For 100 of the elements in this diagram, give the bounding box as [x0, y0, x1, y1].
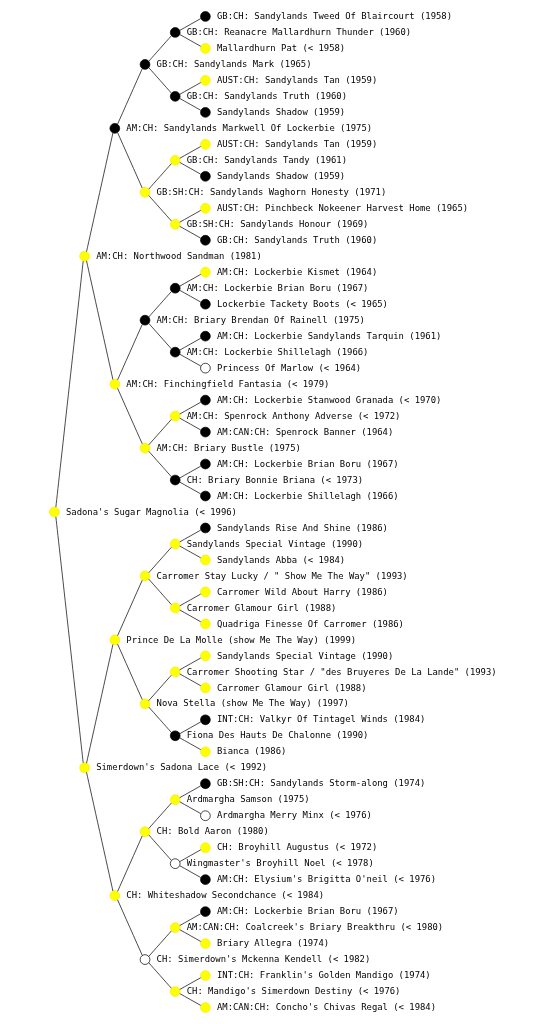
connector — [179, 274, 202, 287]
node-circle — [200, 714, 211, 726]
node-circle — [169, 538, 181, 550]
connector — [117, 324, 143, 381]
node-circle — [200, 171, 211, 182]
node-label: Sandylands Rise And Shine (1986) — [216, 522, 388, 533]
node-circle — [169, 219, 181, 230]
node-label: AM:CH: Lockerbie Brian Boru (1967) — [216, 458, 399, 469]
node-label: AM:CH: Lockerbie Stanwood Granada (< 1970) — [216, 394, 442, 405]
node-circle — [200, 970, 211, 981]
node-label: Carromer Wild About Harry (1986) — [216, 586, 388, 597]
connector — [179, 673, 202, 687]
node-label: CH: Broyhill Augustus (< 1972) — [216, 842, 378, 853]
connector — [148, 802, 172, 829]
connector — [179, 993, 202, 1006]
node-circle — [139, 570, 151, 582]
node-label: GB:CH: Sandylands Tweed Of Blaircourt (1958) — [216, 11, 453, 22]
node-circle — [200, 139, 211, 150]
node-label: Quadriga Finesse Of Carromer (1986) — [216, 618, 404, 629]
node-label: CH: Briary Bonnie Briana (< 1973) — [186, 474, 364, 485]
node-label: GB:CH: Sandylands Mark (1965) — [156, 59, 312, 70]
connector — [179, 785, 202, 798]
connector — [179, 657, 202, 671]
node-label: Simerdown's Sadona Lace (< 1992) — [96, 762, 268, 773]
node-circle — [139, 442, 151, 454]
node-label: AM:CH: Lockerbie Shillelagh (1966) — [216, 490, 399, 501]
connector — [179, 929, 202, 942]
node-label: Lockerbie Tackety Boots (< 1965) — [216, 298, 388, 309]
connector — [117, 132, 143, 189]
connector — [148, 291, 172, 318]
node-circle — [200, 650, 211, 662]
node-circle — [109, 634, 121, 646]
connector — [179, 849, 202, 862]
node-label: AM:CH: Lockerbie Brian Boru (1967) — [186, 282, 369, 293]
node-circle — [200, 586, 211, 598]
node-label: AM:CAN:CH: Spenrock Banner (1964) — [216, 426, 394, 437]
node-label: Sandylands Shadow (1959) — [216, 170, 346, 181]
node-circle — [169, 346, 181, 358]
node-label: Sandylands Shadow (1959) — [216, 107, 346, 118]
node-circle — [200, 938, 211, 949]
node-circle — [139, 698, 151, 710]
node-circle — [200, 490, 211, 502]
node-circle — [200, 394, 211, 406]
connector — [179, 913, 202, 926]
node-label: Prince De La Molle (show Me The Way) (1999) — [126, 634, 357, 645]
node-label: Mallardhurn Pat (< 1958) — [216, 43, 346, 54]
connector — [148, 163, 172, 190]
node-circle — [200, 458, 211, 470]
node-label: AUST:CH: Pinchbeck Nokeener Harvest Home (1965) — [216, 202, 469, 213]
node-label: GB:CH: Reanacre Mallardhurn Thunder (1960) — [186, 27, 412, 38]
node-label: AUST:CH: Sandylands Tan (1959) — [216, 75, 378, 86]
node-circle — [139, 187, 151, 198]
connector — [179, 609, 202, 623]
node-label: INT:CH: Franklin's Golden Mandigo (1974) — [216, 970, 431, 981]
connector — [179, 977, 202, 990]
connector — [148, 930, 172, 957]
connector — [179, 98, 202, 111]
connector — [148, 578, 172, 605]
node-label: Ardmargha Merry Minx (< 1976) — [216, 810, 372, 821]
node-circle — [200, 554, 211, 566]
node-circle — [200, 107, 211, 118]
node-circle — [200, 75, 211, 86]
node-label: AM:CH: Lockerbie Kismet (1964) — [216, 266, 378, 277]
node-label: Carromer Shooting Star / "des Bruyeres De La Lande" (1993) — [186, 666, 497, 677]
node-circle — [169, 794, 181, 805]
node-circle — [200, 842, 211, 853]
node-circle — [200, 11, 211, 22]
connector — [179, 210, 202, 223]
connector — [179, 545, 202, 559]
node-circle — [200, 203, 211, 214]
connector — [179, 721, 202, 735]
connector — [55, 516, 84, 764]
node-circle — [200, 682, 211, 694]
node-circle — [79, 251, 90, 262]
node-label: AM:CH: Lockerbie Brian Boru (1967) — [216, 906, 399, 917]
connector — [148, 67, 172, 94]
node-label: Fiona Des Hauts De Chalonne (1990) — [186, 730, 369, 741]
node-label: AM:CH: Briary Brendan Of Rainell (1975) — [156, 314, 365, 325]
node-circle — [109, 378, 121, 390]
node-circle — [169, 282, 181, 294]
connector — [117, 643, 143, 700]
connector — [179, 417, 202, 431]
connector — [179, 593, 202, 607]
node-label: Sandylands Special Vintage (1990) — [216, 650, 394, 661]
node-circle — [79, 762, 90, 773]
node-label: GB:SH:CH: Sandylands Waghorn Honesty (1971) — [156, 186, 387, 197]
node-label: Princess Of Marlow (< 1964) — [216, 362, 362, 373]
node-circle — [200, 43, 211, 54]
connector — [148, 35, 172, 62]
connector — [179, 162, 202, 175]
connector — [117, 835, 143, 892]
node-label: AM:CH: Lockerbie Shillelagh (1966) — [186, 346, 369, 357]
connector — [148, 962, 172, 989]
connector — [179, 289, 202, 303]
node-circle — [169, 922, 181, 933]
node-label: GB:CH: Sandylands Truth (1960) — [216, 234, 378, 245]
connector — [179, 401, 202, 415]
node-label: Sandylands Special Vintage (1990) — [186, 538, 364, 549]
connector — [117, 899, 143, 956]
node-circle — [169, 27, 181, 38]
